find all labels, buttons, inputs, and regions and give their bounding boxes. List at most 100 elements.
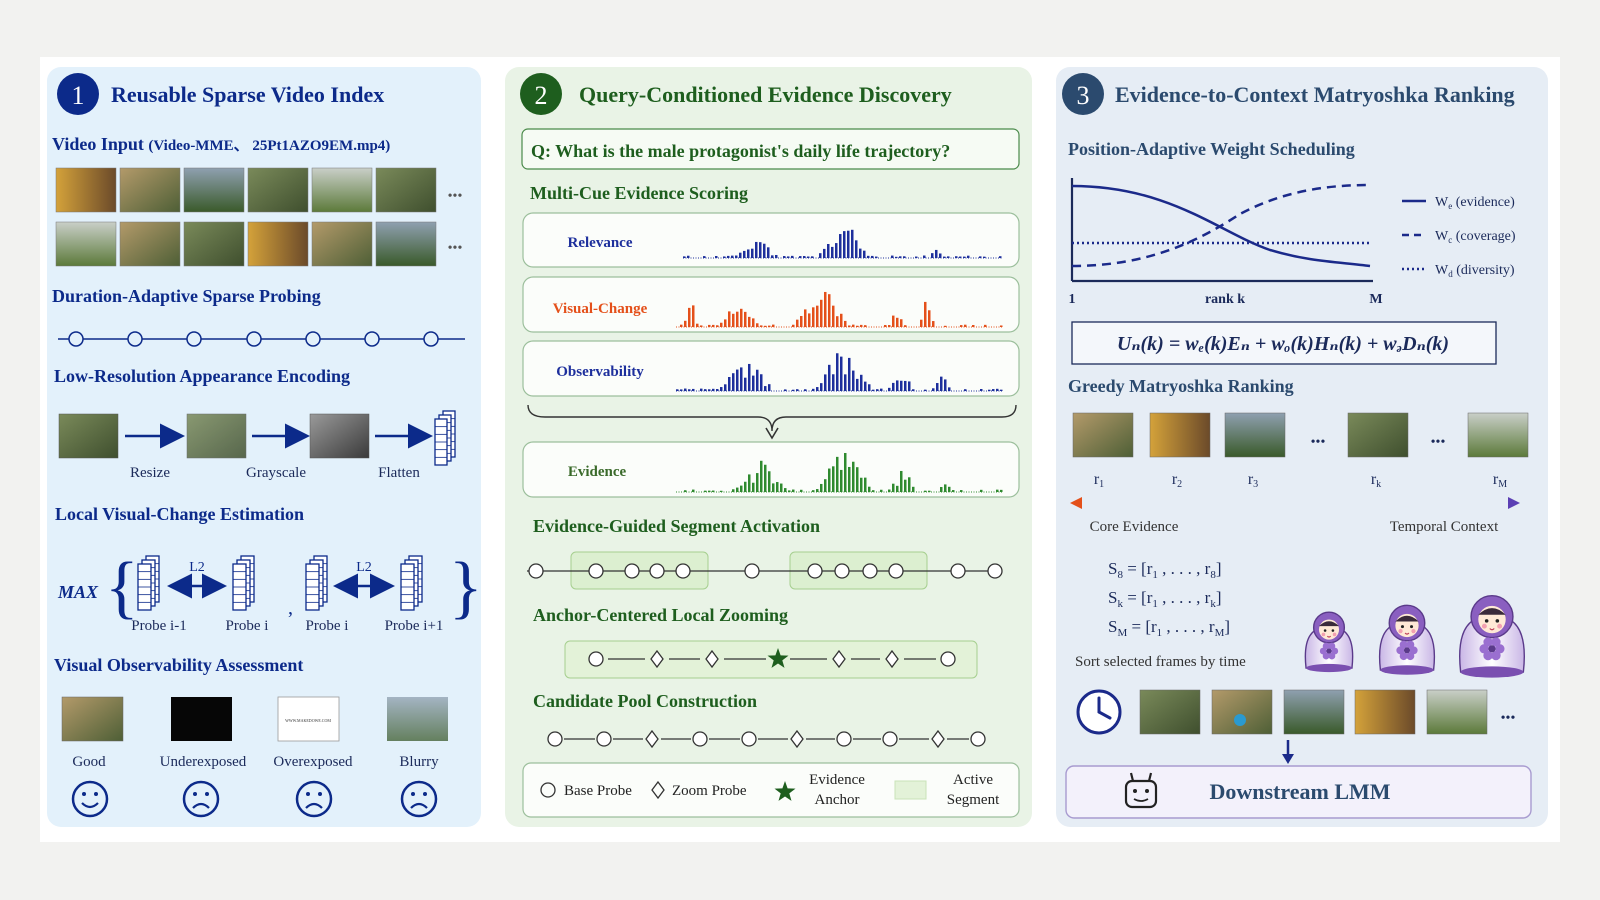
evidence-bar-45	[904, 479, 907, 492]
relevance-bar-6	[727, 255, 730, 258]
relevance-bar-32	[843, 231, 846, 258]
legend-evidence-anchor-line1: Evidence	[809, 772, 865, 788]
comma-separator: ,	[288, 597, 293, 619]
cue-relevance-row: Relevance	[522, 212, 1020, 268]
visual-change-bar-51	[928, 310, 931, 327]
visual-change-bar-33	[828, 294, 831, 327]
evidence-bar-50	[940, 487, 943, 492]
legend-active-segment-line1: Active	[953, 772, 993, 788]
video-frame-row2-5	[311, 221, 373, 267]
visual-change-bar-22	[768, 325, 771, 327]
ranked-frame-m	[1467, 412, 1529, 458]
relevance-bar-38	[867, 255, 870, 258]
relevance-bar-22	[799, 256, 802, 258]
observability-bar-58	[948, 387, 951, 391]
pool-base-probe-4	[692, 731, 708, 747]
observability-bar-32	[828, 364, 831, 391]
visual-change-formula: MAX { } L2 L2 , Probe i-1 Probe i Probe …	[57, 549, 483, 634]
relevance-bar-51	[947, 256, 950, 258]
ranked-frames-row: ••• ••• r1 r2 r3 rk rM	[1072, 412, 1529, 490]
step-resize-label: Resize	[130, 465, 170, 481]
weight-x-label: rank k	[1205, 292, 1245, 307]
visual-change-bar-53	[944, 325, 947, 327]
ranked-frame-2	[1149, 412, 1211, 458]
relevance-bar-46	[923, 255, 926, 258]
evidence-anchor-star	[767, 648, 789, 668]
relevance-bar-39	[871, 255, 874, 258]
observability-bar-28	[812, 388, 815, 391]
observability-bar-22	[764, 386, 767, 391]
observability-bar-63	[996, 388, 999, 391]
nested-sets: S8 = [r1 , . . . , r8] Sk = [r1 , . . . …	[1075, 559, 1246, 670]
set-sk: Sk = [r1 , . . . , rk]	[1108, 588, 1221, 610]
downstream-lmm-box: Downstream LMM	[1065, 765, 1532, 819]
evidence-bar-23	[800, 489, 803, 492]
step-1-number: 1	[72, 81, 85, 110]
visual-change-bar-10	[720, 322, 723, 327]
observability-bar-8	[708, 389, 711, 391]
panel2-title: Query-Conditioned Evidence Discovery	[579, 82, 952, 107]
evidence-bar-49	[928, 490, 931, 492]
visual-change-bar-3	[688, 307, 691, 327]
cue-observability-row: Observability	[522, 340, 1020, 397]
weight-legend: We (evidence) Wc (coverage) Wd (diversit…	[1402, 195, 1516, 279]
observability-bar-33	[832, 374, 835, 391]
visual-change-bar-41	[860, 324, 863, 327]
relevance-bar-44	[903, 256, 906, 258]
activation-probe-2	[588, 563, 604, 579]
evidence-bar-9	[740, 485, 743, 492]
evidence-bar-55	[980, 489, 983, 492]
panel2-header: 2 Query-Conditioned Evidence Discovery	[520, 73, 952, 115]
max-operator: MAX	[57, 582, 99, 602]
visual-change-title: Local Visual-Change Estimation	[55, 504, 304, 524]
observability-bar-64	[1000, 389, 1003, 391]
observability-bar-51	[908, 381, 911, 391]
relevance-bar-43	[899, 256, 902, 258]
right-brace: }	[449, 549, 483, 626]
step-flatten-label: Flatten	[378, 465, 420, 481]
zoom-probe-3	[705, 649, 719, 669]
evidence-bar-1	[684, 490, 687, 492]
grayscale-frame-thumb	[309, 413, 370, 459]
relevance-bar-49	[939, 253, 942, 258]
relevance-bar-23	[803, 256, 806, 258]
evidence-bar-42	[892, 483, 895, 492]
evidence-bar-37	[864, 477, 867, 492]
visual-change-bar-4	[692, 305, 695, 327]
sparse-probe-3	[186, 331, 202, 347]
segment-activation-timeline	[527, 551, 1003, 590]
sorted-frame-1	[1139, 689, 1201, 735]
visual-change-bar-15	[740, 308, 743, 327]
evidence-bar-48	[924, 490, 927, 492]
cue-observability-label: Observability	[556, 364, 644, 380]
evidence-bar-5	[712, 490, 715, 492]
observability-bar-16	[740, 367, 743, 391]
evidence-bar-28	[828, 468, 831, 492]
zoom-base-probe-7	[940, 651, 956, 667]
observability-bar-3	[684, 388, 687, 391]
relevance-bar-21	[791, 255, 794, 258]
observability-title: Visual Observability Assessment	[54, 655, 303, 675]
rank-label-m: rM	[1493, 471, 1507, 490]
relevance-bar-17	[771, 255, 774, 258]
observability-bar-25	[792, 389, 795, 391]
ranked-frame-k	[1347, 412, 1409, 458]
frown-face-icon-overexposed	[295, 780, 333, 818]
evidence-bar-57	[1000, 489, 1003, 492]
activation-probe-7	[807, 563, 823, 579]
observability-bar-45	[880, 388, 883, 391]
probe-label-current-b: Probe i	[306, 618, 349, 634]
relevance-bar-58	[999, 256, 1002, 258]
legend-we-text: We (evidence)	[1435, 195, 1515, 211]
flatten-vector-stack	[434, 410, 456, 466]
relevance-bar-28	[827, 243, 830, 258]
observability-bar-20	[756, 369, 759, 391]
observability-bar-6	[700, 388, 703, 391]
evidence-bar-38	[868, 486, 871, 492]
video-frame-row1-3	[183, 167, 245, 213]
relevance-bar-48	[935, 249, 938, 258]
relevance-bar-31	[839, 234, 842, 258]
evidence-bar-26	[820, 483, 823, 492]
zoom-segment	[564, 640, 978, 679]
evidence-row: Evidence	[522, 441, 1020, 498]
